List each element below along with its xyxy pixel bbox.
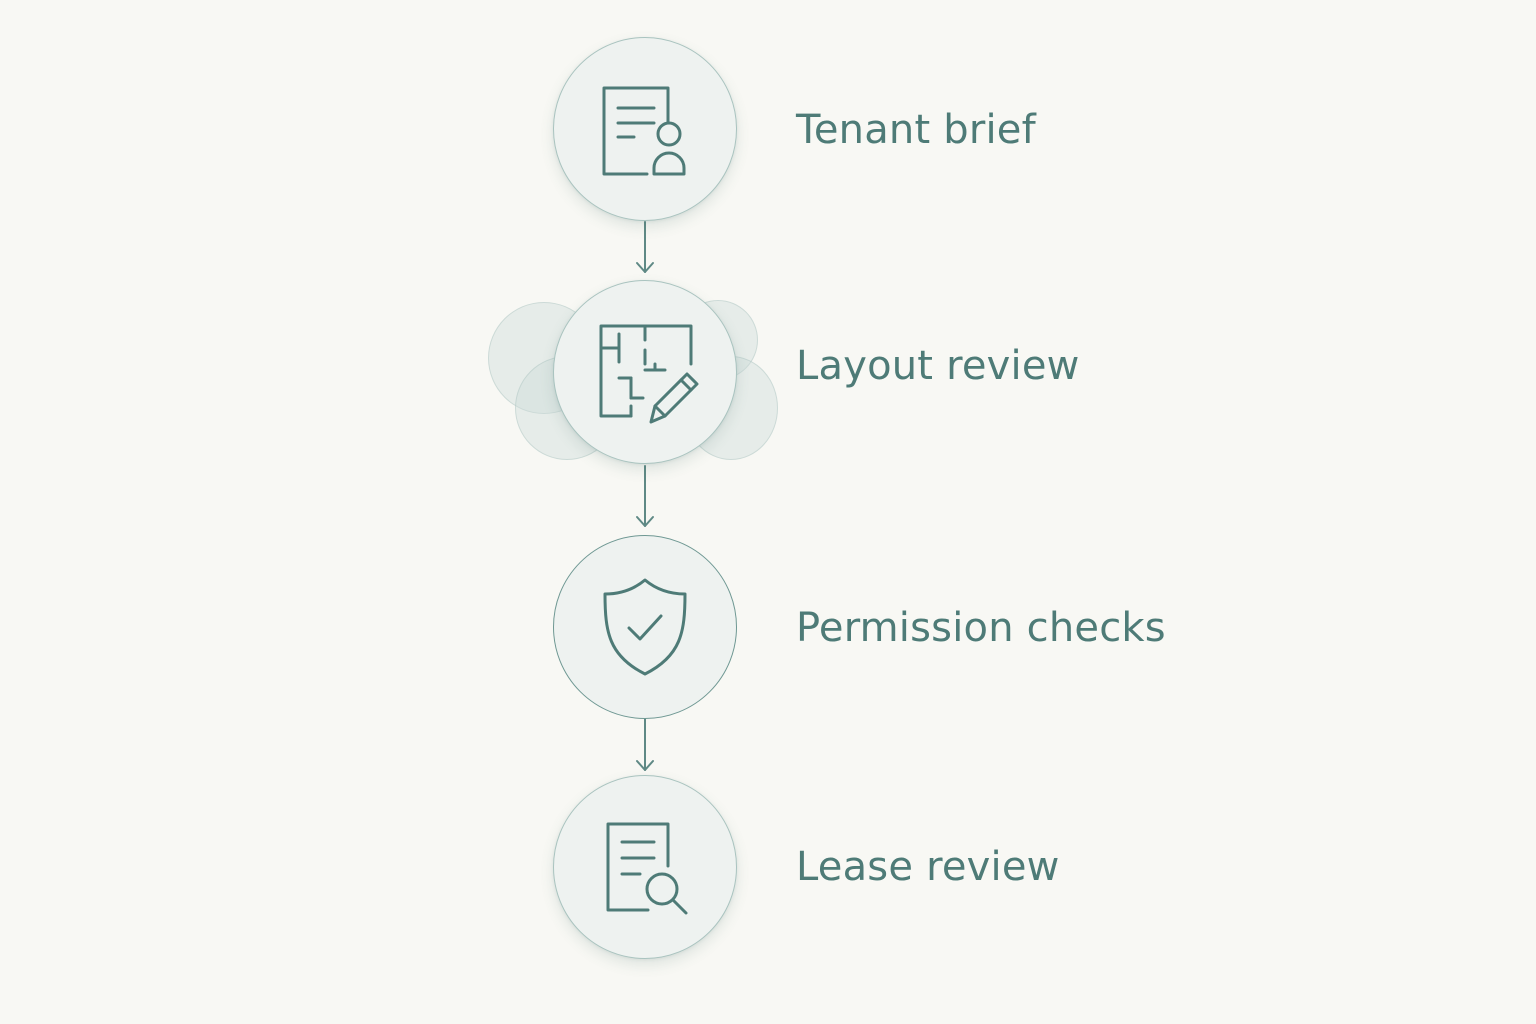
step-label: Layout review bbox=[796, 343, 1080, 389]
step-label: Tenant brief bbox=[796, 107, 1036, 153]
step-node-tenant-brief bbox=[553, 37, 737, 221]
arrowhead-1-2 bbox=[636, 262, 654, 273]
document-person-icon bbox=[602, 86, 686, 176]
step-node-lease-review bbox=[553, 775, 737, 959]
arrowhead-3-4 bbox=[636, 760, 654, 771]
shield-check-icon bbox=[603, 578, 687, 676]
document-search-icon bbox=[606, 822, 688, 915]
step-label: Lease review bbox=[796, 844, 1060, 890]
arrowhead-2-3 bbox=[636, 516, 654, 527]
step-node-permission-checks bbox=[553, 535, 737, 719]
step-node-layout-review bbox=[553, 280, 737, 464]
step-label: Permission checks bbox=[796, 605, 1166, 651]
floor-plan-pencil-icon bbox=[599, 324, 699, 424]
